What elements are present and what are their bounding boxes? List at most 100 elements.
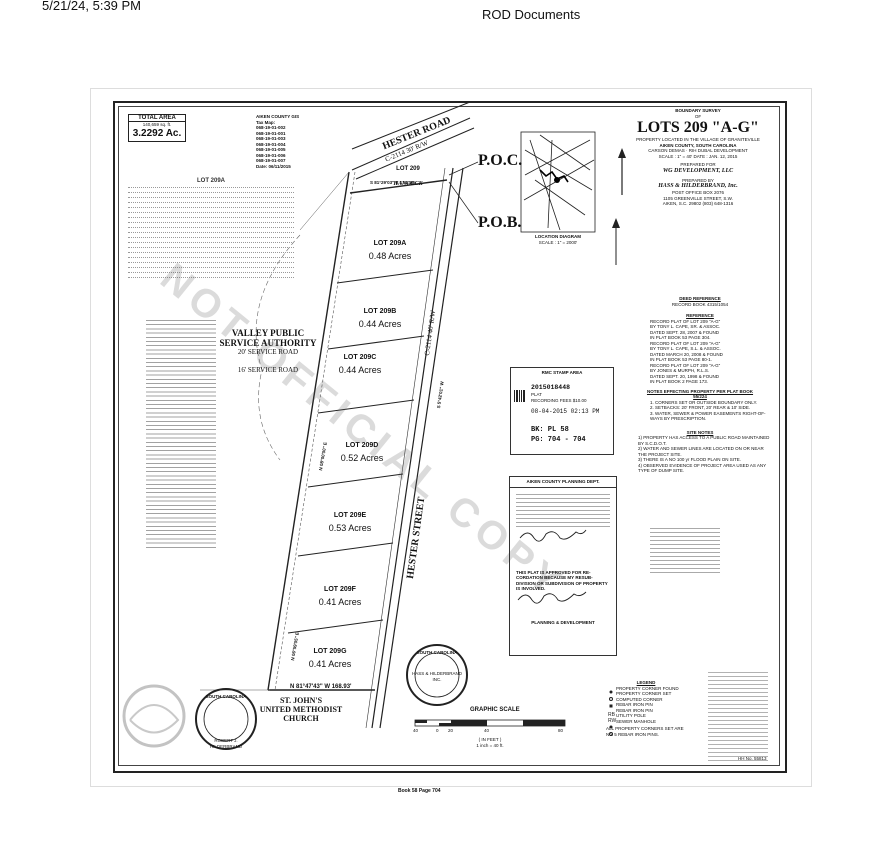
scale-tick-2: 0: [436, 728, 439, 733]
prepared-by-label: PREPARED BY: [682, 177, 714, 183]
seal-right-ring: [406, 644, 468, 706]
north-adjoiner-owner: HANCOCK: [393, 181, 423, 187]
utility-easement-note: [650, 528, 720, 576]
seal-left-text: SOUTH CAROLINA: [205, 694, 247, 699]
gis-block: AIKEN COUNTY GIS Tax Map: 068-19-01-002 …: [256, 114, 316, 169]
total-area-label: TOTAL AREA: [129, 115, 185, 122]
west-easement-1: 20' SERVICE ROAD: [237, 348, 299, 356]
hester-street: [365, 167, 464, 729]
plat-inner-border: [118, 106, 780, 766]
planning-signature-1: [519, 529, 587, 542]
south-adjoiner-owner-3: CHURCH: [283, 714, 319, 723]
legal-description: LOT 209A: [128, 178, 294, 282]
rmc-stamp-area: RMC STAMP AREA 2015018448 PLAT RECORDING…: [510, 367, 614, 455]
west-adjoiner-owner-1: VALLEY PUBLIC: [231, 328, 305, 338]
south-adjoiner-owner-2: UNITED METHODIST: [259, 705, 343, 714]
notes-label: NOTES EFFECTING PROPERTY PER PLAT BOOK 5…: [646, 388, 754, 400]
legend-utility-pole: UTILITY POLE: [616, 713, 646, 718]
site-notes-line-4: 4) OBSERVED EVIDENCE OF PROJECT AREA USE…: [638, 462, 767, 474]
planning-dept-box: AIKEN COUNTY PLANNING DEPT. THIS PLAT IS…: [509, 476, 617, 656]
west-boundary-inner: [274, 171, 356, 691]
hester-road: [351, 101, 475, 180]
surveyor-certification: [708, 672, 768, 762]
reference-line-2: BY TONY L. CAPE, SR. & ASSOC.: [650, 324, 721, 329]
gis-tax-map-7: 068-19-01-007: [256, 158, 286, 163]
graphic-scale-bar: [414, 719, 566, 727]
rmc-type: PLAT: [531, 392, 542, 397]
legend-rebar-1: REBAR IRON PIN: [616, 702, 653, 707]
scale-tick-1: 40: [413, 728, 419, 733]
legend-corner-found: PROPERTY CORNER FOUND: [616, 685, 679, 691]
lot-209b: LOT 209B 0.44 Acres: [340, 308, 420, 329]
prepared-by-address-1: POST OFFICE BOX 2076: [672, 190, 724, 195]
title-location-2: AIKEN COUNTY, SOUTH CAROLINA: [659, 142, 737, 148]
planning-approved-text: THIS PLAT IS APPROVED FOR RE-CORDATION B…: [516, 569, 608, 592]
lot-209a-name: LOT 209A: [373, 240, 407, 247]
lot-209b-name: LOT 209B: [363, 308, 397, 315]
title-caption: BOUNDARY SURVEY: [675, 108, 721, 113]
site-notes-line-3: 3) THERE IS A NO 100 yr FLOOD PLAIN ON S…: [638, 457, 741, 462]
rmc-number: 2015018448: [531, 384, 571, 391]
south-line-bearing: N 81°47'43" W 168.93': [290, 684, 352, 690]
rmc-fees: RECORDING FEES $10.00: [531, 398, 587, 403]
seal-right-name: HASS & HILDERBRAND INC.: [411, 671, 462, 682]
site-notes-label: SITE NOTES: [686, 429, 714, 435]
lot-209f-name: LOT 209F: [324, 586, 356, 593]
document-title: ROD Documents: [482, 7, 581, 22]
north-adjoiner-lot: LOT 209: [396, 166, 420, 172]
gis-tax-map-5: 068-19-01-005: [256, 147, 286, 152]
lot-209g-name: LOT 209G: [313, 648, 347, 655]
prepared-by-address-2: 1105 GREENVILLE STREET, S.W.: [663, 195, 733, 201]
lot-209d-acres: 0.52 Acres: [340, 453, 384, 463]
lot-209c-name: LOT 209C: [343, 354, 377, 361]
rmc-filed: 08-04-2015 02:13 PM: [531, 408, 600, 415]
reference-line-6: BY TONY L. CAPE, S.L. & ASSOC.: [650, 346, 721, 351]
lot-209c: LOT 209C 0.44 Acres: [320, 354, 400, 375]
reference-line-5: RECORD PLAT OF LOT 209 "A-G": [650, 340, 721, 346]
gis-tax-map-1: 068-19-01-002: [256, 125, 286, 130]
rmc-page: PG: 704 - 704: [531, 436, 586, 444]
gis-tax-map-2: 068-19-01-001: [256, 130, 286, 136]
west-adjoiner-owner-2: SERVICE AUTHORITY: [219, 338, 317, 348]
deed-reference: RECORD BOOK 4315/1054: [671, 301, 729, 307]
south-adjoiner-owner-1: ST. JOHN'S: [279, 696, 323, 705]
legend: LEGEND PROPERTY CORNER FOUND PROPERTY CO…: [606, 680, 686, 737]
lot-209g-acres: 0.41 Acres: [308, 659, 352, 669]
title-of: OF: [694, 113, 702, 119]
gis-tax-map-3: 068-19-01-003: [256, 136, 286, 141]
planning-approval-text: [516, 493, 610, 530]
legend-symbols: RB RW: [608, 690, 617, 736]
lot-209e-acres: 0.53 Acres: [328, 523, 372, 533]
planning-signer-title: PLANNING & DEVELOPMENT: [531, 619, 595, 625]
reference-line-9: RECORD PLAT OF LOT 209 "A-G": [650, 362, 721, 368]
lot-209g: LOT 209G 0.41 Acres: [290, 648, 370, 669]
pob-label: P.O.B.: [478, 214, 522, 231]
reference-label: REFERENCE: [686, 313, 714, 318]
reference-line-4: IN PLAT BOOK 53 PAGE 304.: [650, 335, 711, 340]
prepared-for: WG DEVELOPMENT, LLC: [662, 167, 734, 174]
planning-heading: AIKEN COUNTY PLANNING DEPT.: [510, 479, 616, 488]
rmc-heading: RMC STAMP AREA: [541, 370, 583, 375]
legend-corner-set: PROPERTY CORNER SET: [616, 691, 672, 696]
location-diagram-label: LOCATION DIAGRAM: [535, 234, 581, 239]
title-location-1: PROPERTY LOCATED IN THE VILLAGE OF GRANI…: [636, 137, 760, 142]
north-adjoiner: LOT 209 HANCOCK: [378, 166, 438, 188]
title-detail-2: SCALE : 1" = 40' DATE : JAN. 12, 2015: [658, 153, 738, 159]
legend-computed-corner: COMPUTED CORNER: [616, 696, 663, 702]
embossed-stamp: [122, 684, 186, 748]
title-block: BOUNDARY SURVEY OF LOTS 209 "A-G" PROPER…: [628, 108, 768, 207]
legend-corner-note: ALL PROPERTY CORNERS SET ARE No. 5 REBAR…: [606, 726, 684, 737]
north-line: [349, 179, 448, 194]
total-area-sqft: 140,659 sq. ft.: [142, 122, 172, 127]
lot-209c-acres: 0.44 Acres: [338, 365, 382, 375]
north-line-bearing: S 81°29'03" E 174.49': [370, 180, 415, 185]
title-detail-1: CARSON DEMAS · RIH DUBAL DEVELOPMENT: [648, 148, 748, 153]
lot-209d-name: LOT 209D: [345, 442, 379, 449]
reference-line-7: DATED MARCH 20, 2008 & FOUND: [650, 351, 723, 357]
seal-left-ring: [195, 688, 257, 750]
notes-line-3: 3. WATER, SEWER & POWER EASEMENTS RIGHT-…: [650, 410, 766, 422]
lot-209e: LOT 209E 0.53 Acres: [310, 512, 390, 533]
book-page-footer: Book 58 Page 704: [398, 788, 441, 794]
reference-line-11: DATED SEPT. 20, 1998 & FOUND: [650, 373, 719, 379]
lot-209a-acres: 0.48 Acres: [368, 251, 412, 261]
